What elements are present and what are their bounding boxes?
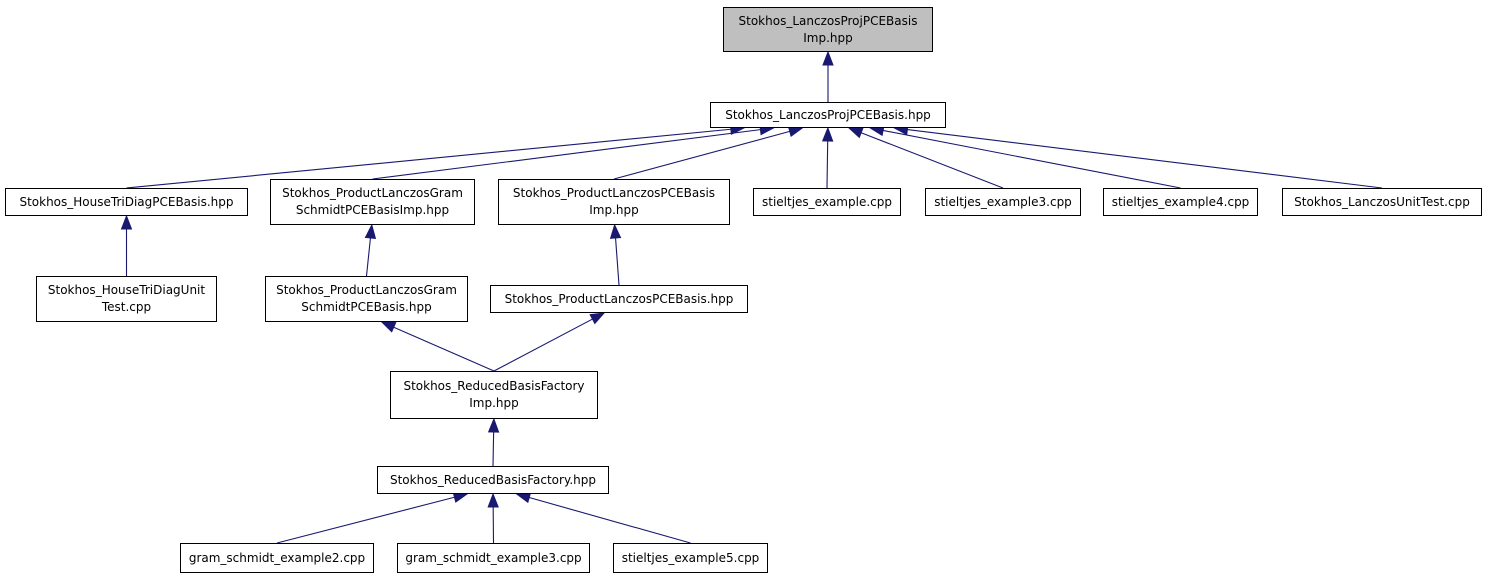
node-stieltjes-example3[interactable]: stieltjes_example3.cpp xyxy=(925,188,1081,216)
node-label: Stokhos_HouseTriDiagPCEBasis.hpp xyxy=(19,194,234,209)
node-product-lanczos-gram-schmidt[interactable]: Stokhos_ProductLanczosGram SchmidtPCEBas… xyxy=(265,276,468,322)
edge-stieltjes_example5-to-reduced_factory xyxy=(515,492,691,544)
edge-arrowhead xyxy=(847,127,864,139)
edge-house_tridiag_unit_test-to-house_tridiag xyxy=(120,214,133,276)
node-label-line1: Stokhos_ReducedBasisFactory xyxy=(403,379,585,393)
edge-stieltjes_example3-to-lanczos_proj xyxy=(847,127,1004,189)
edge-lanczos_unit_test-to-lanczos_proj xyxy=(893,123,1383,189)
node-label: Stokhos_ReducedBasisFactory.hpp xyxy=(389,472,596,487)
edge-line xyxy=(882,129,1181,189)
node-label: stieltjes_example.cpp xyxy=(762,194,892,209)
node-stieltjes-example5[interactable]: stieltjes_example5.cpp xyxy=(613,543,768,573)
node-lanczos-proj-pce-basis[interactable]: Stokhos_LanczosProjPCEBasis.hpp xyxy=(710,102,946,128)
edge-arrowhead xyxy=(609,223,622,239)
edge-reduced_factory_imp-to-product_lanczos xyxy=(493,312,606,372)
edge-line xyxy=(126,128,731,189)
node-label-line2: SchmidtPCEBasis.hpp xyxy=(301,300,432,314)
edge-line xyxy=(276,496,455,544)
node-product-lanczos-pce-basis[interactable]: Stokhos_ProductLanczosPCEBasis.hpp xyxy=(490,285,748,313)
edge-product_gram-to-product_gram_imp xyxy=(364,223,377,277)
node-label: stieltjes_example5.cpp xyxy=(621,550,760,565)
edge-arrowhead xyxy=(120,214,133,230)
node-label: gram_schmidt_example2.cpp xyxy=(188,550,366,565)
edge-product_lanczos_imp-to-lanczos_proj xyxy=(613,126,804,180)
node-stieltjes-example4[interactable]: stieltjes_example4.cpp xyxy=(1103,188,1258,216)
node-label: stieltjes_example4.cpp xyxy=(1111,194,1250,209)
edge-reduced_factory-to-reduced_factory_imp xyxy=(487,417,500,467)
node-label-line1: Stokhos_LanczosProjPCEBasis xyxy=(738,13,918,28)
edge-arrowhead xyxy=(589,312,606,325)
node-label: stieltjes_example3.cpp xyxy=(934,194,1072,209)
node-lanczos-proj-pce-basis-imp: Stokhos_LanczosProjPCEBasis Imp.hpp xyxy=(723,7,933,52)
node-label: Stokhos_ProductLanczosPCEBasis.hpp xyxy=(504,291,734,306)
node-product-lanczos-gram-schmidt-imp[interactable]: Stokhos_ProductLanczosGram SchmidtPCEBas… xyxy=(270,179,475,225)
edge-line xyxy=(613,130,790,180)
node-label: Stokhos_LanczosUnitTest.cpp xyxy=(1294,194,1470,209)
node-reduced-basis-factory[interactable]: Stokhos_ReducedBasisFactory.hpp xyxy=(377,466,609,494)
node-label-line1: Stokhos_ProductLanczosGram xyxy=(276,283,457,297)
edge-line xyxy=(372,129,761,180)
node-product-lanczos-pce-basis-imp[interactable]: Stokhos_ProductLanczosPCEBasis Imp.hpp xyxy=(498,179,730,225)
edge-line xyxy=(365,237,371,277)
edge-line xyxy=(493,318,593,372)
edge-arrowhead xyxy=(821,126,834,142)
node-gram-schmidt-example3[interactable]: gram_schmidt_example3.cpp xyxy=(397,543,590,573)
edge-line xyxy=(826,140,829,189)
node-label-line2: SchmidtPCEBasisImp.hpp xyxy=(295,203,450,217)
edge-reduced_factory_imp-to-product_gram xyxy=(380,321,495,372)
edge-line xyxy=(860,132,1004,189)
edge-line xyxy=(529,496,691,544)
node-lanczos-unit-test[interactable]: Stokhos_LanczosUnitTest.cpp xyxy=(1282,188,1482,216)
edge-line xyxy=(907,129,1383,189)
edge-arrowhead xyxy=(487,492,499,508)
node-house-tridiag-unit-test[interactable]: Stokhos_HouseTriDiagUnit Test.cpp xyxy=(36,276,217,322)
node-label-line1: Stokhos_HouseTriDiagUnit xyxy=(47,283,206,297)
edge-arrowhead xyxy=(487,417,500,433)
edge-line xyxy=(393,326,495,372)
edge-lanczos_proj-to-root xyxy=(822,50,834,102)
edge-line xyxy=(615,237,620,286)
node-label-line2: Test.cpp xyxy=(101,300,152,314)
edge-stieltjes_example-to-lanczos_proj xyxy=(821,126,834,189)
edge-arrowhead xyxy=(787,126,804,138)
node-label-line2: Imp.hpp xyxy=(469,396,519,410)
node-gram-schmidt-example2[interactable]: gram_schmidt_example2.cpp xyxy=(180,543,374,573)
edge-arrowhead xyxy=(380,321,397,333)
edge-gram_schmidt_example2-to-reduced_factory xyxy=(276,491,469,544)
edge-stieltjes_example4-to-lanczos_proj xyxy=(868,124,1181,189)
node-label-line2: Imp.hpp xyxy=(589,203,639,217)
node-label: gram_schmidt_example3.cpp xyxy=(405,550,582,565)
edge-gram_schmidt_example3-to-reduced_factory xyxy=(487,492,499,544)
node-stieltjes-example[interactable]: stieltjes_example.cpp xyxy=(753,188,901,216)
edge-line xyxy=(492,431,495,467)
node-label: Stokhos_LanczosProjPCEBasis.hpp xyxy=(725,107,931,122)
edge-product_lanczos-to-product_lanczos_imp xyxy=(609,223,622,286)
node-house-tridiag-pce-basis[interactable]: Stokhos_HouseTriDiagPCEBasis.hpp xyxy=(5,188,248,216)
edge-arrowhead xyxy=(822,50,834,66)
edge-arrowhead xyxy=(364,223,377,240)
node-label-line1: Stokhos_ProductLanczosPCEBasis xyxy=(512,186,716,200)
node-reduced-basis-factory-imp[interactable]: Stokhos_ReducedBasisFactory Imp.hpp xyxy=(390,371,598,419)
node-label-line2: Imp.hpp xyxy=(803,30,853,45)
node-label-line1: Stokhos_ProductLanczosGram xyxy=(282,186,463,200)
edge-arrowhead xyxy=(515,492,532,504)
